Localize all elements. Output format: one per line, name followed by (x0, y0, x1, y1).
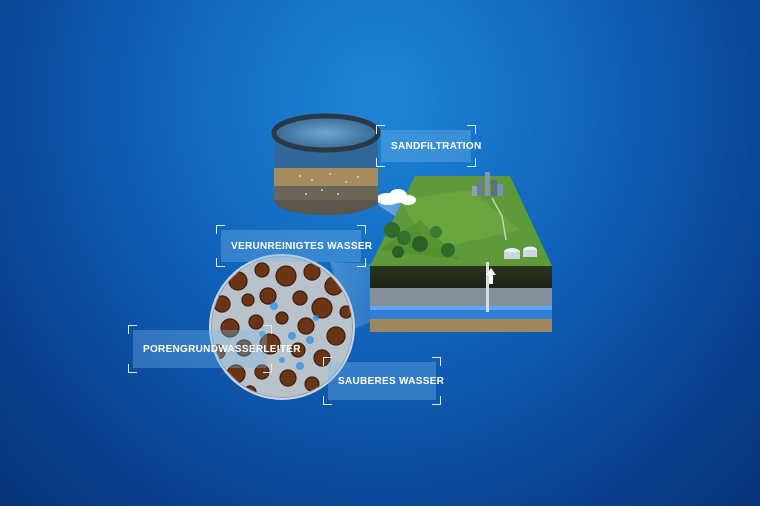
sediment-layer (370, 319, 552, 332)
label-contaminated-water: VERUNREINIGTES WASSER (216, 225, 372, 267)
label-contaminated-water-text: VERUNREINIGTES WASSER (231, 240, 373, 252)
label-clean-water-text: SAUBERES WASSER (338, 375, 445, 387)
sand-filter-tank (271, 113, 381, 215)
filter-gravel-layer (274, 186, 378, 200)
label-sandfiltration: SANDFILTRATION (376, 125, 481, 167)
city-buildings-icon (472, 172, 503, 196)
label-pore-aquifer-text: PORENGRUNDWASSERLEITER (143, 343, 301, 355)
label-pore-aquifer: PORENGRUNDWASSERLEITER (128, 325, 300, 373)
pore-magnifier (209, 254, 355, 400)
label-sandfiltration-text: SANDFILTRATION (391, 140, 482, 152)
soil-layer (370, 266, 552, 288)
cloud-icon (376, 189, 416, 205)
filter-sand-layer (274, 168, 378, 186)
upward-arrow-icon (486, 268, 496, 284)
label-clean-water: SAUBERES WASSER (323, 357, 444, 405)
well-pipe (486, 262, 489, 312)
gravel-layer (370, 288, 552, 306)
filter-water-surface (271, 113, 381, 153)
ground-block (370, 172, 552, 332)
tree-icon (384, 222, 455, 258)
